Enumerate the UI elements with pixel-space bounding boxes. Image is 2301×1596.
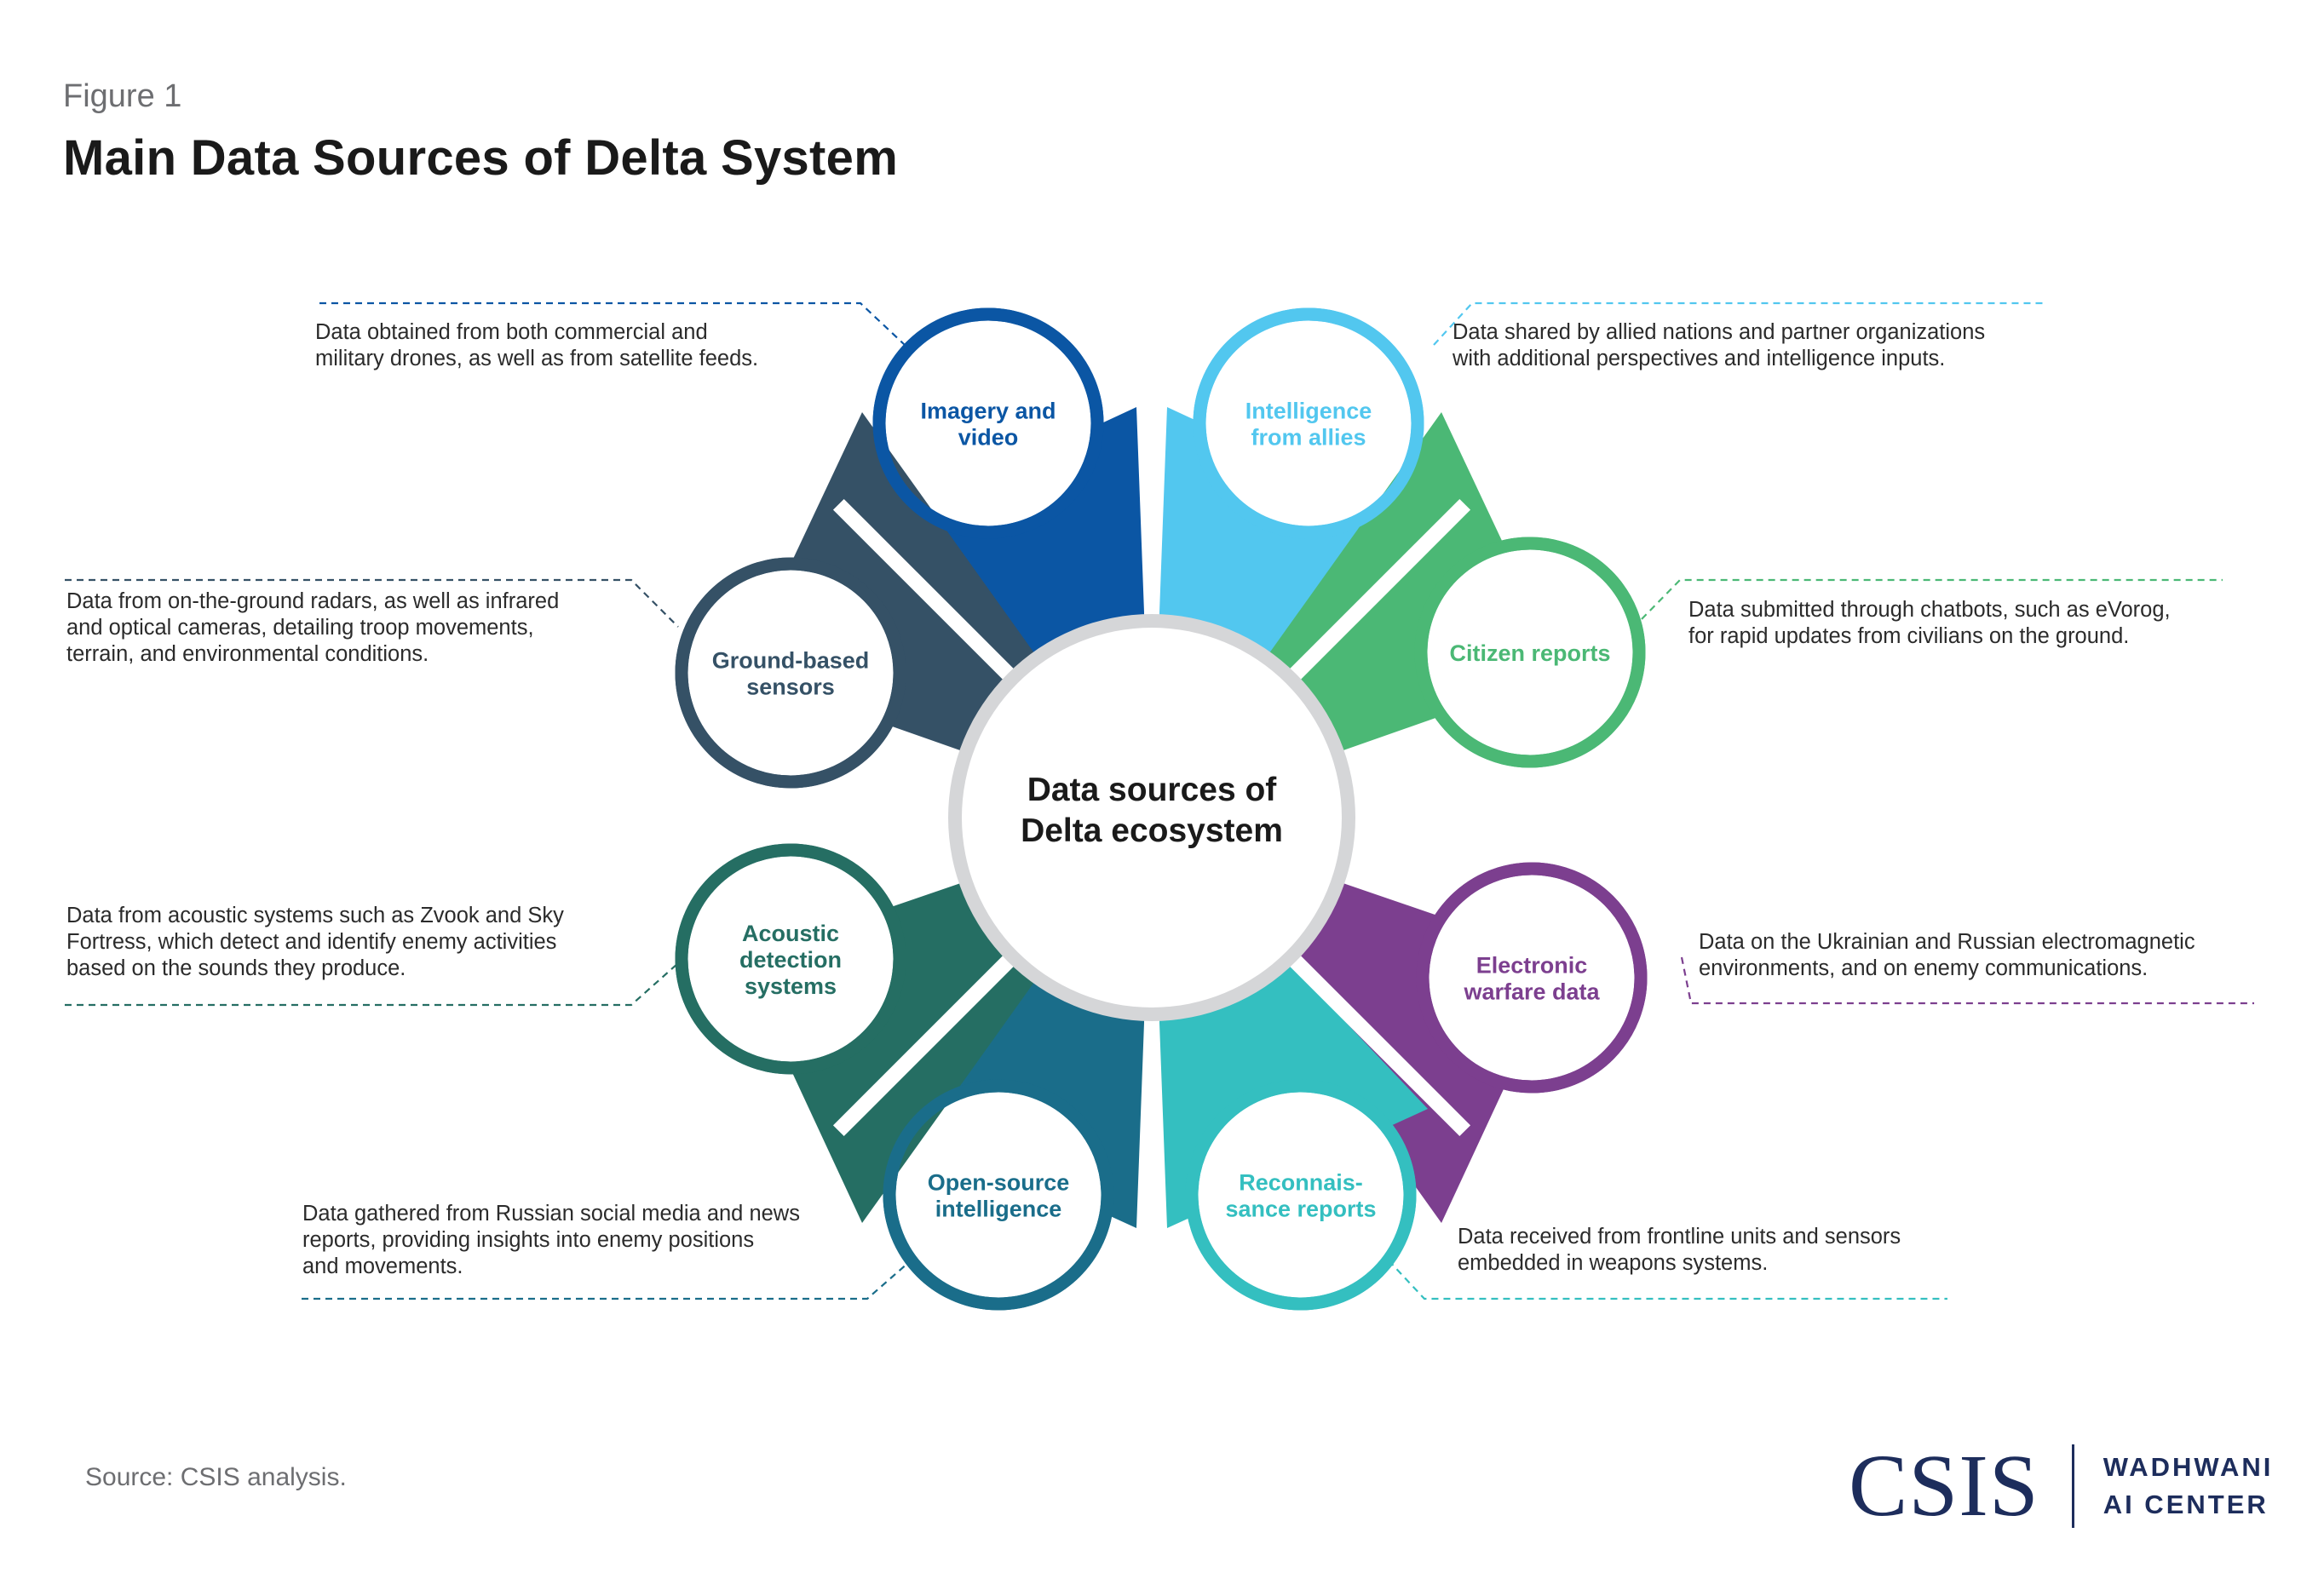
center-hub bbox=[962, 628, 1342, 1008]
leader-line-electronic bbox=[1680, 956, 2254, 1005]
description-ground: Data from on-the-ground radars, as well … bbox=[66, 589, 559, 666]
logo-sub-line-1: WADHWANI bbox=[2103, 1451, 2274, 1482]
description-recon: Data received from frontline units and s… bbox=[1458, 1225, 1901, 1275]
leader-line-imagery bbox=[319, 301, 906, 346]
figure-label: Figure 1 bbox=[63, 78, 182, 114]
logo-divider bbox=[2071, 1444, 2074, 1528]
node-ring-ground bbox=[675, 557, 906, 789]
node-label-recon: Reconnais-sance reports bbox=[1225, 1170, 1376, 1222]
source-note: Source: CSIS analysis. bbox=[85, 1463, 347, 1491]
description-electronic: Data on the Ukrainian and Russian electr… bbox=[1699, 930, 2195, 980]
description-allies: Data shared by allied nations and partne… bbox=[1452, 320, 1985, 370]
logo-csis: CSIS bbox=[1849, 1437, 2039, 1535]
description-acoustic: Data from acoustic systems such as Zvook… bbox=[66, 904, 564, 980]
leader-line-recon bbox=[1388, 1260, 1947, 1300]
figure-title: Main Data Sources of Delta System bbox=[63, 130, 899, 186]
leader-line-ground bbox=[65, 578, 679, 628]
logo-subtitle: WADHWANI AI CENTER bbox=[2103, 1449, 2274, 1524]
node-ring-acoustic bbox=[675, 843, 906, 1075]
logo-sub-line-2: AI CENTER bbox=[2103, 1490, 2269, 1519]
node-ring-citizen bbox=[1414, 537, 1646, 768]
description-citizen: Data submitted through chatbots, such as… bbox=[1688, 598, 2171, 648]
leader-line-acoustic bbox=[65, 962, 679, 1007]
csis-logo: CSIS WADHWANI AI CENTER bbox=[1849, 1439, 2273, 1533]
node-label-citizen: Citizen reports bbox=[1449, 640, 1610, 666]
node-ring-recon bbox=[1185, 1079, 1417, 1311]
node-ring-osint bbox=[883, 1079, 1114, 1311]
description-osint: Data gathered from Russian social media … bbox=[302, 1202, 800, 1278]
node-ring-allies bbox=[1193, 307, 1424, 539]
node-ring-electronic bbox=[1416, 862, 1648, 1094]
leader-line-citizen bbox=[1641, 578, 2223, 620]
leader-line-osint bbox=[302, 1255, 917, 1300]
node-ring-imagery bbox=[872, 307, 1104, 539]
